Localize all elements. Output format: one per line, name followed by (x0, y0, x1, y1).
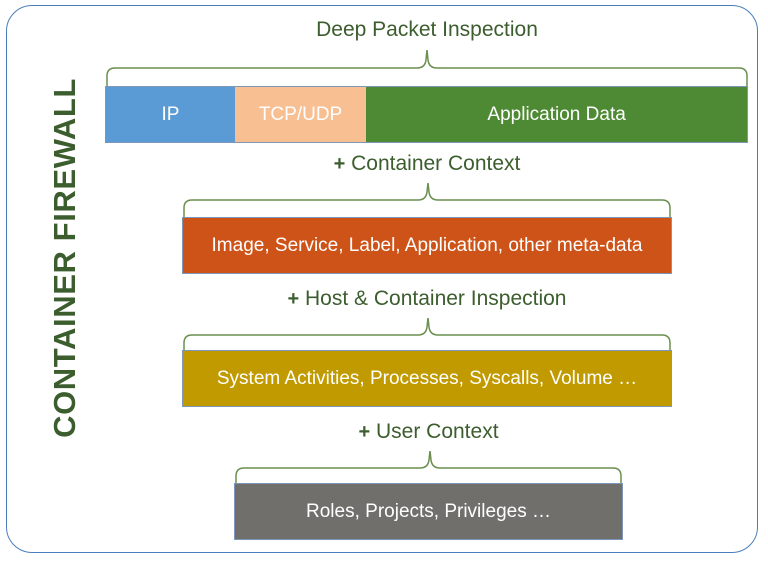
container-firewall-frame (6, 5, 758, 553)
plus-sign-3: + (287, 288, 300, 310)
brace-deep-packet-inspection (105, 49, 749, 90)
bar-segment-ip-label: IP (161, 103, 180, 125)
stage-label-container-context: + Container Context (182, 152, 672, 176)
bar-user-context: Roles, Projects, Privileges … (234, 483, 623, 540)
vertical-title-container-firewall: CONTAINER FIREWALL (47, 78, 82, 438)
bar-user-context-label: Roles, Projects, Privileges … (306, 500, 551, 522)
bar-segment-application-data-label: Application Data (487, 103, 626, 125)
bar-segment-tcp-udp: TCP/UDP (234, 87, 367, 142)
brace-host-container-inspection (182, 317, 672, 356)
stage-label-text-4: User Context (375, 420, 499, 443)
stage-label-text-2: Container Context (351, 152, 521, 175)
stage-label-text-3: Host & Container Inspection (305, 287, 567, 310)
brace-user-context (234, 450, 623, 489)
stage-label-text-1: Deep Packet Inspection (316, 18, 538, 41)
stage-label-deep-packet-inspection: Deep Packet Inspection (105, 18, 749, 42)
brace-container-context (182, 182, 672, 221)
stage-label-user-context: + User Context (234, 420, 623, 444)
bar-packet-layers: IP TCP/UDP Application Data (105, 86, 748, 143)
stage-label-host-container-inspection: + Host & Container Inspection (182, 287, 672, 311)
bar-host-container-inspection: System Activities, Processes, Syscalls, … (182, 350, 672, 407)
bar-container-context-label: Image, Service, Label, Application, othe… (211, 234, 643, 256)
bar-segment-ip: IP (106, 87, 235, 142)
bar-segment-application-data: Application Data (366, 87, 747, 142)
bar-segment-tcp-udp-label: TCP/UDP (258, 103, 343, 125)
plus-sign-4: + (358, 421, 371, 443)
bar-host-container-inspection-label: System Activities, Processes, Syscalls, … (216, 367, 638, 389)
plus-sign-2: + (333, 153, 346, 175)
bar-container-context: Image, Service, Label, Application, othe… (182, 217, 672, 274)
